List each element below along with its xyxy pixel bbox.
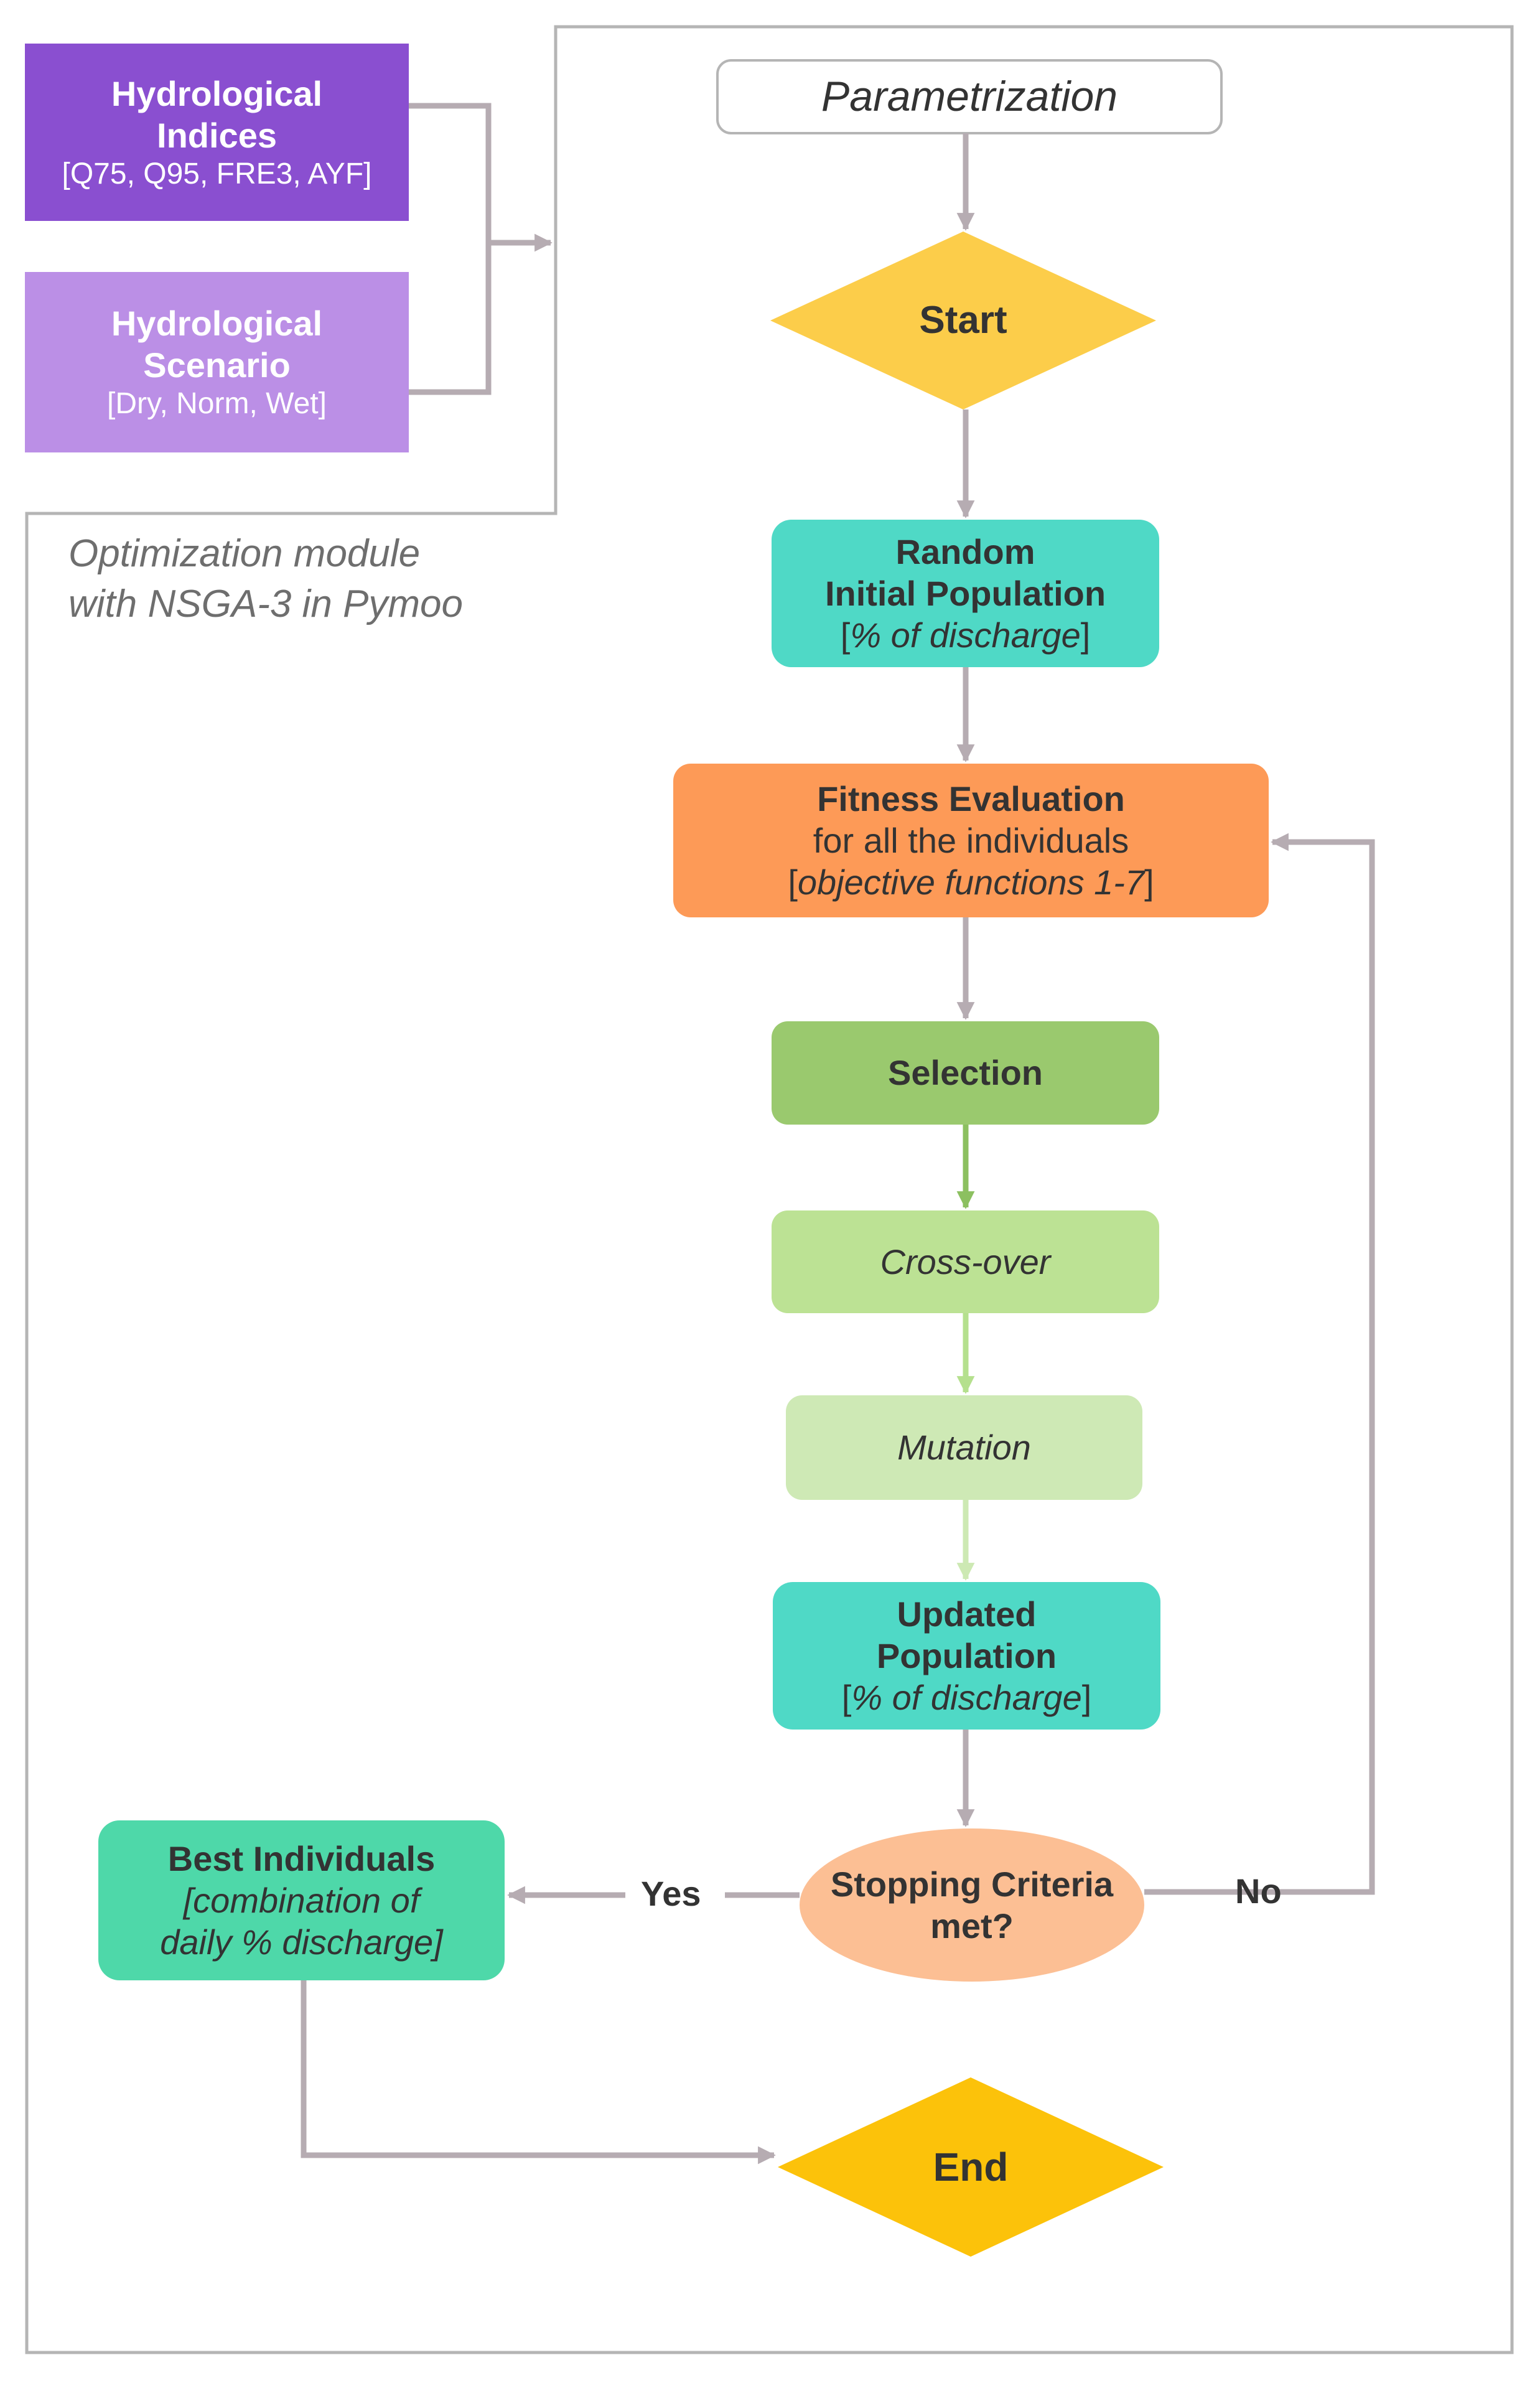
stopping-criteria-ellipse — [800, 1828, 1144, 1982]
module-caption-line1: Optimization module — [68, 532, 421, 575]
indices-title-line2: Indices — [157, 115, 277, 155]
fitness-evaluation-box — [673, 764, 1269, 917]
hydrological-indices-box — [25, 44, 409, 221]
selection-box — [772, 1021, 1159, 1125]
start-label: Start — [770, 232, 1156, 410]
parametrization-label: Parametrization — [717, 60, 1221, 133]
start-diamond — [770, 232, 1156, 410]
crossover-box — [772, 1210, 1159, 1313]
crossover-text: Cross-over — [880, 1242, 1051, 1281]
indices-title-line1: Hydrological — [111, 73, 323, 113]
end-label: End — [778, 2077, 1164, 2257]
best-line2: [combination of — [183, 1880, 420, 1920]
best-line3: daily % discharge] — [160, 1922, 443, 1962]
initial-population-line1: Random — [895, 531, 1035, 571]
end-text: End — [933, 2144, 1009, 2189]
indices-connector — [409, 103, 492, 395]
stopping-line2: met? — [930, 1906, 1014, 1945]
selection-text: Selection — [888, 1053, 1043, 1093]
indices-detail: [Q75, Q95, FRE3, AYF] — [62, 157, 372, 190]
fitness-line1: Fitness Evaluation — [817, 779, 1125, 818]
best-line1: Best Individuals — [167, 1838, 436, 1878]
initial-population-detail: [% of discharge] — [840, 616, 1091, 655]
best-individuals-box — [98, 1820, 505, 1980]
module-caption: Optimization module with NSGA-3 in Pymoo — [68, 529, 463, 629]
fitness-line2: for all the individuals — [813, 820, 1129, 860]
initial-population-line2: Initial Population — [824, 573, 1106, 613]
updated-population-line1: Updated — [897, 1594, 1037, 1634]
scenario-title-line2: Scenario — [143, 345, 291, 385]
hydrological-indices-label: Hydrological Indices [Q75, Q95, FRE3, AY… — [25, 44, 409, 221]
updated-population-line2: Population — [876, 1636, 1057, 1675]
mutation-text: Mutation — [897, 1428, 1031, 1468]
no-label: No — [1235, 1871, 1282, 1911]
mutation-box — [786, 1395, 1142, 1500]
fitness-detail: [objective functions 1-7] — [788, 863, 1154, 902]
initial-population-box — [772, 520, 1159, 667]
initial-population-label: Random Initial Population [% of discharg… — [772, 520, 1159, 667]
best-individuals-label: Best Individuals [combination of daily %… — [98, 1820, 505, 1980]
scenario-title-line1: Hydrological — [111, 304, 323, 344]
end-diamond — [778, 2077, 1164, 2257]
crossover-label: Cross-over — [772, 1210, 1159, 1313]
fitness-evaluation-label: Fitness Evaluation for all the individua… — [673, 764, 1269, 917]
parametrization-text: Parametrization — [821, 72, 1118, 120]
updated-population-box — [773, 1582, 1160, 1730]
stopping-line1: Stopping Criteria — [830, 1864, 1114, 1904]
module-frame — [25, 25, 1514, 2354]
module-caption-line2: with NSGA-3 in Pymoo — [68, 582, 463, 625]
mutation-label: Mutation — [786, 1395, 1142, 1500]
hydrological-scenario-box — [25, 272, 409, 452]
updated-population-detail: [% of discharge] — [841, 1678, 1092, 1718]
stopping-criteria-label: Stopping Criteria met? — [800, 1828, 1144, 1982]
arrow-best-end — [301, 1980, 776, 2165]
yes-label: Yes — [641, 1874, 701, 1913]
hydrological-scenario-label: Hydrological Scenario [Dry, Norm, Wet] — [25, 272, 409, 452]
scenario-detail: [Dry, Norm, Wet] — [107, 387, 327, 421]
parametrization-box — [716, 59, 1223, 134]
start-text: Start — [919, 298, 1007, 342]
selection-label: Selection — [772, 1021, 1159, 1125]
updated-population-label: Updated Population [% of discharge] — [773, 1582, 1160, 1730]
arrow-no-loop — [1187, 833, 1375, 1895]
